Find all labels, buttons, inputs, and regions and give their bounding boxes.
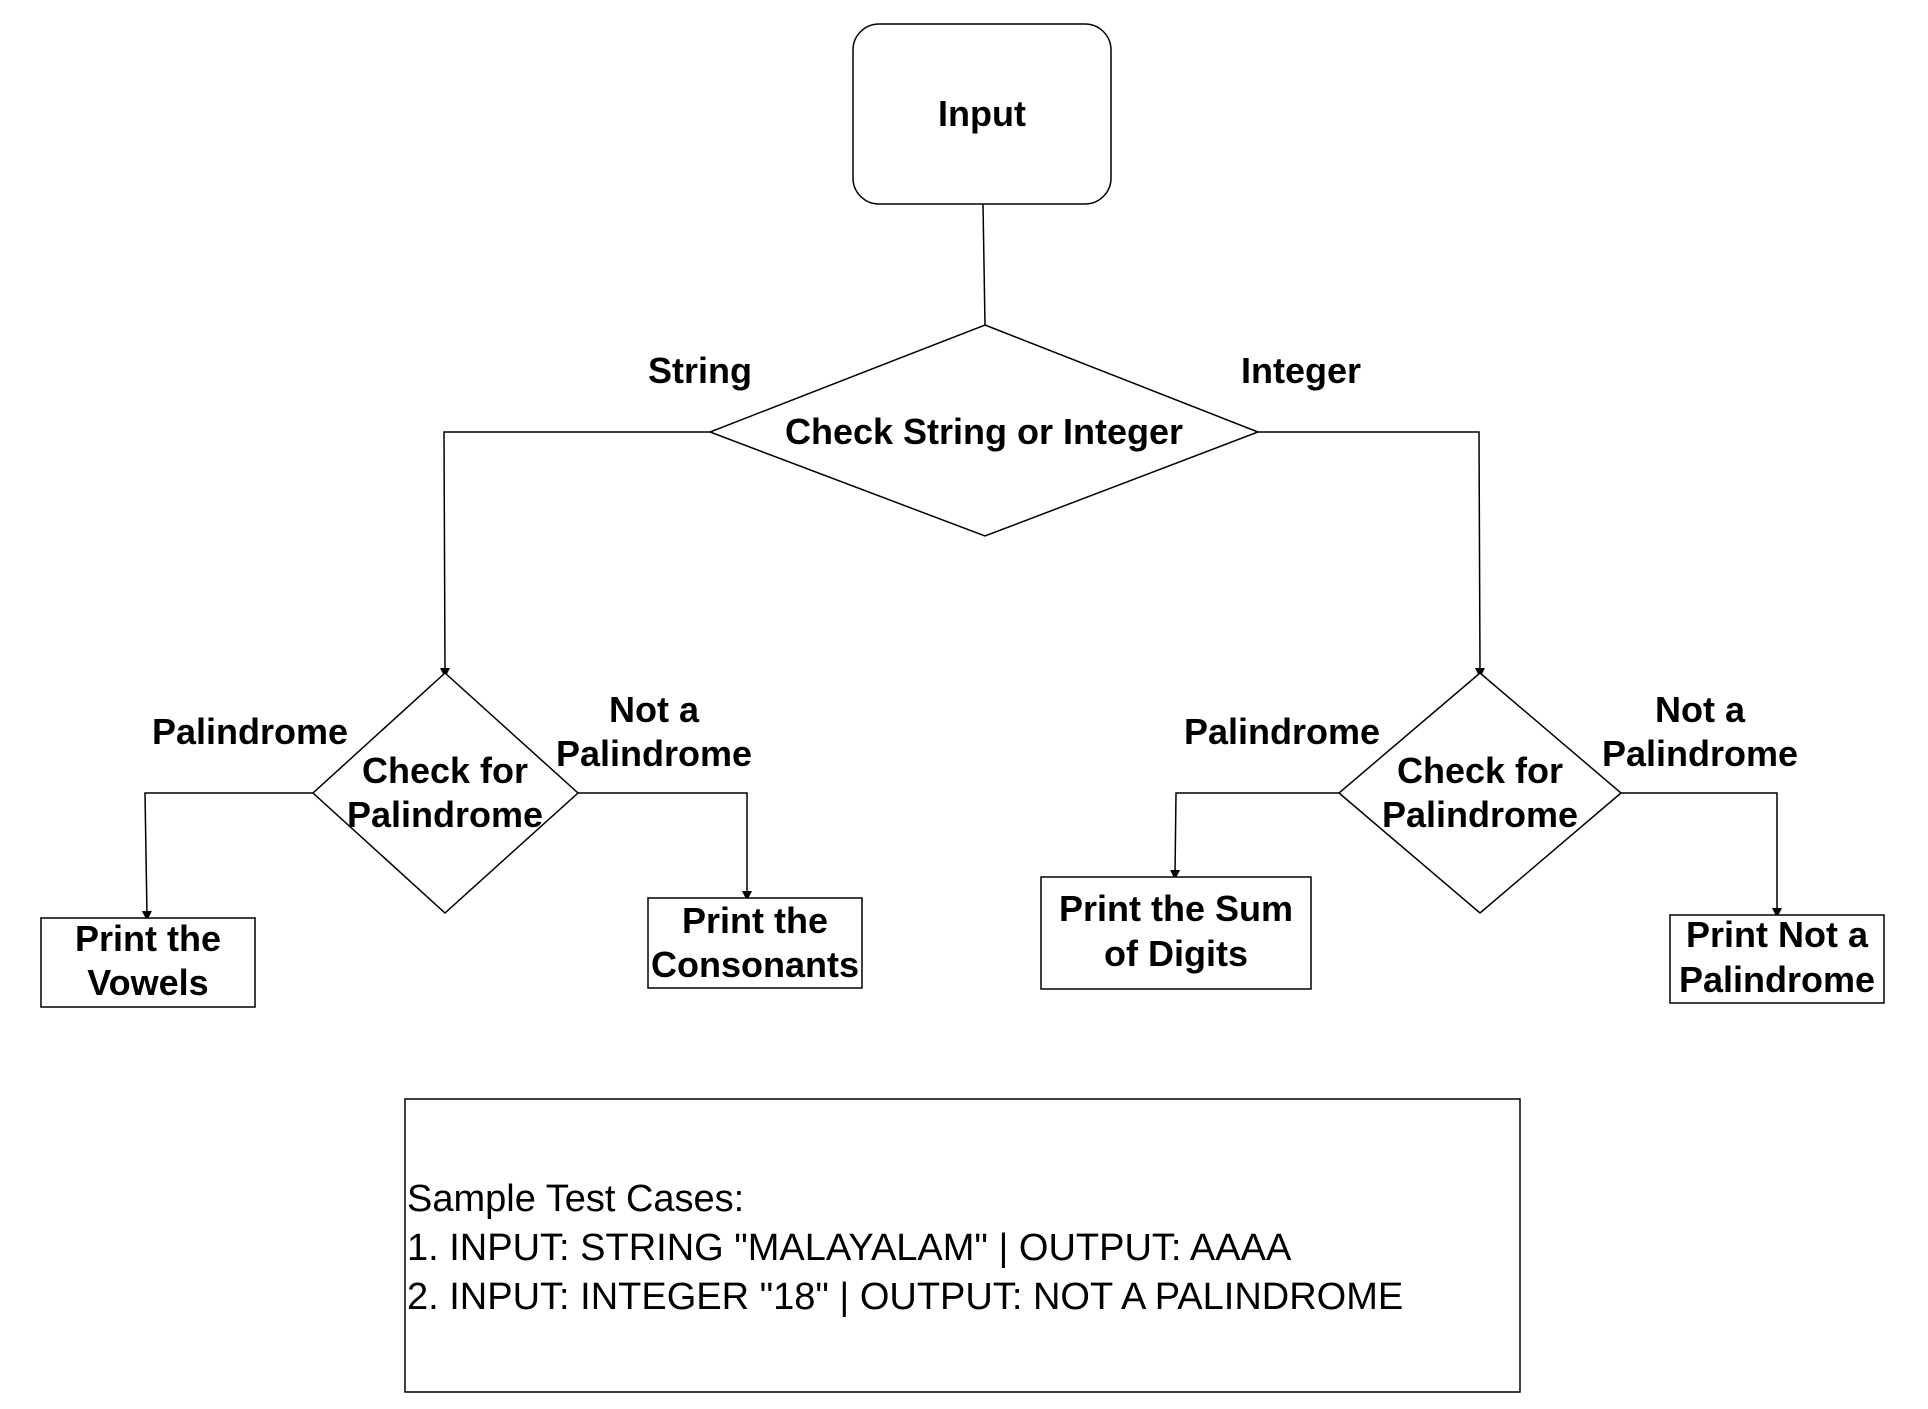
edge-labels: String Integer Palindrome Not a Palindro… [152, 350, 1798, 774]
left-palindrome-label: Palindrome [152, 711, 348, 752]
check-palindrome-left-line1: Check for [362, 750, 528, 791]
sample-test-cases-title: Sample Test Cases: [407, 1178, 744, 1220]
string-branch-label: String [648, 350, 752, 391]
print-vowels-node: Print the Vowels [40, 917, 256, 1008]
print-consonants-line2: Consonants [651, 944, 859, 985]
print-not-palindrome-line2: Palindrome [1679, 959, 1875, 1000]
sample-test-case-2: 2. INPUT: INTEGER "18" | OUTPUT: NOT A P… [407, 1276, 1403, 1318]
edge-string-branch [439, 431, 710, 678]
check-type-decision: Check String or Integer [707, 324, 1261, 537]
edge-integer-branch [1258, 431, 1485, 678]
sample-test-case-1: 1. INPUT: STRING "MALAYALAM" | OUTPUT: A… [407, 1227, 1292, 1269]
edge-right-palindrome [1170, 792, 1339, 880]
check-palindrome-right-decision: Check for Palindrome [1337, 672, 1623, 914]
right-palindrome-label: Palindrome [1184, 711, 1380, 752]
print-consonants-line1: Print the [682, 900, 828, 941]
print-sum-line2: of Digits [1104, 933, 1248, 974]
connectors [141, 203, 1782, 921]
check-palindrome-left-line2: Palindrome [347, 794, 543, 835]
print-sum-node: Print the Sum of Digits [1040, 876, 1312, 990]
input-node-label: Input [938, 93, 1026, 134]
print-not-palindrome-line1: Print Not a [1686, 914, 1869, 955]
check-palindrome-right-line2: Palindrome [1382, 794, 1578, 835]
edge-left-not-palindrome [578, 792, 752, 901]
right-not-palindrome-label-line1: Not a [1655, 689, 1746, 730]
input-node: Input [852, 23, 1112, 205]
integer-branch-label: Integer [1241, 350, 1361, 391]
print-consonants-node: Print the Consonants [647, 897, 863, 989]
sample-test-cases-box: Sample Test Cases: 1. INPUT: STRING "MAL… [404, 1098, 1521, 1393]
print-vowels-line2: Vowels [87, 962, 208, 1003]
check-palindrome-right-line1: Check for [1397, 750, 1563, 791]
left-not-palindrome-label-line2: Palindrome [556, 733, 752, 774]
print-not-palindrome-node: Print Not a Palindrome [1669, 914, 1885, 1004]
edge-left-palindrome [141, 792, 313, 921]
left-not-palindrome-label-line1: Not a [609, 689, 700, 730]
edge-input-to-check [982, 203, 986, 326]
edge-right-not-palindrome [1621, 792, 1782, 918]
right-not-palindrome-label-line2: Palindrome [1602, 733, 1798, 774]
print-vowels-line1: Print the [75, 918, 221, 959]
check-type-label: Check String or Integer [785, 411, 1183, 452]
print-sum-line1: Print the Sum [1059, 888, 1293, 929]
check-palindrome-left-decision: Check for Palindrome [311, 671, 580, 915]
